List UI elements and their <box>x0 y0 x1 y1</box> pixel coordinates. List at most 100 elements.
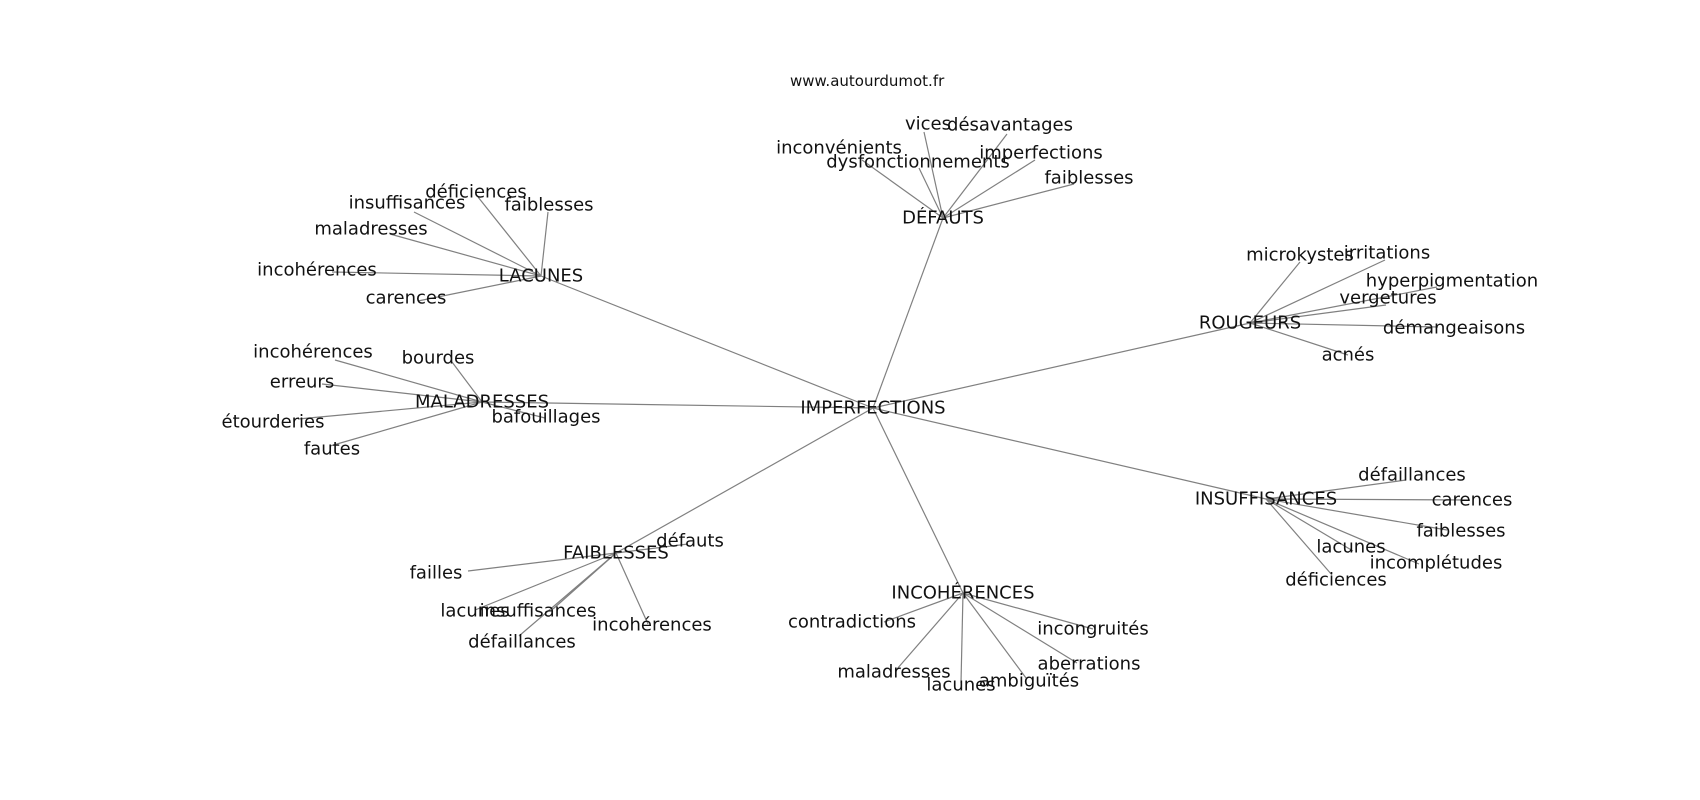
word-node-label: maladresses <box>837 662 950 683</box>
edge-hub-to-word <box>1265 498 1354 552</box>
edge-hub-to-word <box>540 211 549 277</box>
word-node-label: lacunes <box>926 675 995 696</box>
edge-hub-to-word <box>1249 261 1301 324</box>
edge-hub-to-word <box>417 275 542 302</box>
word-node-label: désavantages <box>947 115 1073 136</box>
word-node-label: failles <box>410 563 463 584</box>
edge-hub-to-word <box>918 167 944 219</box>
word-node-label: lacunes <box>1316 537 1385 558</box>
edge-hub-to-word <box>321 383 483 403</box>
word-node-label: carences <box>366 288 447 309</box>
word-node-label: défaillances <box>468 632 576 653</box>
word-node-label: inconvénients <box>776 138 902 159</box>
hub-node-label: LACUNES <box>499 266 583 287</box>
word-node-label: insuffisances <box>480 601 597 622</box>
edge-hub-to-word <box>1249 322 1439 328</box>
edge-center-to-hub <box>872 407 1267 500</box>
word-node-label: étourderies <box>222 412 325 433</box>
word-node-label: incohérences <box>253 342 373 363</box>
edge-hub-to-word <box>389 233 542 277</box>
word-node-label: faiblesses <box>1416 521 1505 542</box>
edge-hub-to-word <box>861 159 944 219</box>
hub-node-label: INSUFFISANCES <box>1195 489 1337 510</box>
edge-hub-to-word <box>942 159 1036 219</box>
edge-hub-to-word <box>1265 498 1448 531</box>
word-node-label: microkystes <box>1246 245 1354 266</box>
word-node-label: hyperpigmentation <box>1366 271 1538 292</box>
edge-hub-to-word <box>334 359 483 403</box>
center-node-label: IMPERFECTIONS <box>800 398 945 419</box>
word-node-label: fautes <box>304 439 360 460</box>
word-node-label: déficiences <box>1285 570 1387 591</box>
word-node-label: bourdes <box>402 348 475 369</box>
hub-node-label: DÉFAUTS <box>902 207 984 229</box>
edge-hub-to-word <box>896 592 964 670</box>
edge-hub-to-word <box>942 133 1008 219</box>
word-node-label: déficiences <box>425 182 527 203</box>
word-node-label: ambiguïtés <box>979 671 1079 692</box>
edge-hub-to-word <box>297 401 483 420</box>
word-node-label: défaillances <box>1358 465 1466 486</box>
word-node-label: faiblesses <box>504 195 593 216</box>
word-node-label: vergetures <box>1339 288 1436 309</box>
edge-hub-to-word <box>467 552 617 572</box>
word-node-label: lacunes <box>440 601 509 622</box>
edge-hub-to-word <box>1265 498 1420 565</box>
edge-hub-to-word <box>615 543 689 554</box>
edge-hub-to-word <box>413 211 542 277</box>
word-node-label: acnés <box>1322 345 1375 366</box>
edge-hub-to-word <box>329 401 483 447</box>
edge-hub-to-word <box>942 183 1075 219</box>
edge-hub-to-word <box>477 196 542 277</box>
edge-hub-to-word <box>1249 322 1349 356</box>
word-node-label: défauts <box>656 531 724 552</box>
edge-hub-to-word <box>1249 304 1387 324</box>
edge-center-to-hub <box>615 407 874 554</box>
edge-hub-to-word <box>962 592 1027 679</box>
word-node-label: démangeaisons <box>1383 318 1525 339</box>
edge-hub-to-word <box>1249 286 1438 324</box>
edge-hub-to-word <box>1265 498 1471 501</box>
word-node-label: maladresses <box>314 219 427 240</box>
word-node-label: incomplétudes <box>1370 553 1503 574</box>
edge-center-to-hub <box>481 401 874 409</box>
edge-center-to-hub <box>872 322 1251 409</box>
hub-node-label: INCOHÉRENCES <box>891 582 1034 604</box>
edge-hub-to-word <box>1249 259 1386 324</box>
edge-hub-to-word <box>962 592 1078 664</box>
edge-center-to-hub <box>872 217 944 409</box>
edge-hub-to-word <box>518 552 617 637</box>
word-node-label: bafouillages <box>491 407 600 428</box>
edge-hub-to-word <box>331 271 542 277</box>
edge-hub-to-word <box>883 592 964 623</box>
edge-hub-to-word <box>474 552 617 611</box>
word-node-label: incohérences <box>257 260 377 281</box>
source-url-label: www.autourdumot.fr <box>790 72 945 90</box>
edge-hub-to-word <box>923 131 944 219</box>
word-node-label: aberrations <box>1038 654 1141 675</box>
word-node-label: erreurs <box>270 372 334 393</box>
hub-node-label: ROUGEURS <box>1199 313 1301 334</box>
edge-hub-to-word <box>962 592 1094 630</box>
edge-hub-to-word <box>1265 479 1407 500</box>
word-node-label: vices <box>905 114 951 135</box>
edge-hub-to-word <box>451 361 483 403</box>
word-node-label: incongruités <box>1037 619 1148 640</box>
edge-hub-to-word <box>960 592 964 684</box>
edge-center-to-hub <box>872 407 964 594</box>
word-node-label: carences <box>1432 490 1513 511</box>
edge-hub-to-word <box>481 401 546 419</box>
edge-hub-to-word <box>615 552 649 625</box>
word-node-label: faiblesses <box>1044 168 1133 189</box>
hub-node-label: FAIBLESSES <box>563 543 669 564</box>
word-node-label: insuffisances <box>349 193 466 214</box>
word-node-label: dysfonctionnements <box>826 152 1010 173</box>
edge-center-to-hub <box>540 275 874 409</box>
word-node-label: contradictions <box>788 612 916 633</box>
edges-layer <box>297 131 1471 684</box>
hub-node-label: MALADRESSES <box>415 392 549 413</box>
word-node-label: imperfections <box>979 143 1103 164</box>
word-node-label: irritations <box>1344 243 1430 264</box>
